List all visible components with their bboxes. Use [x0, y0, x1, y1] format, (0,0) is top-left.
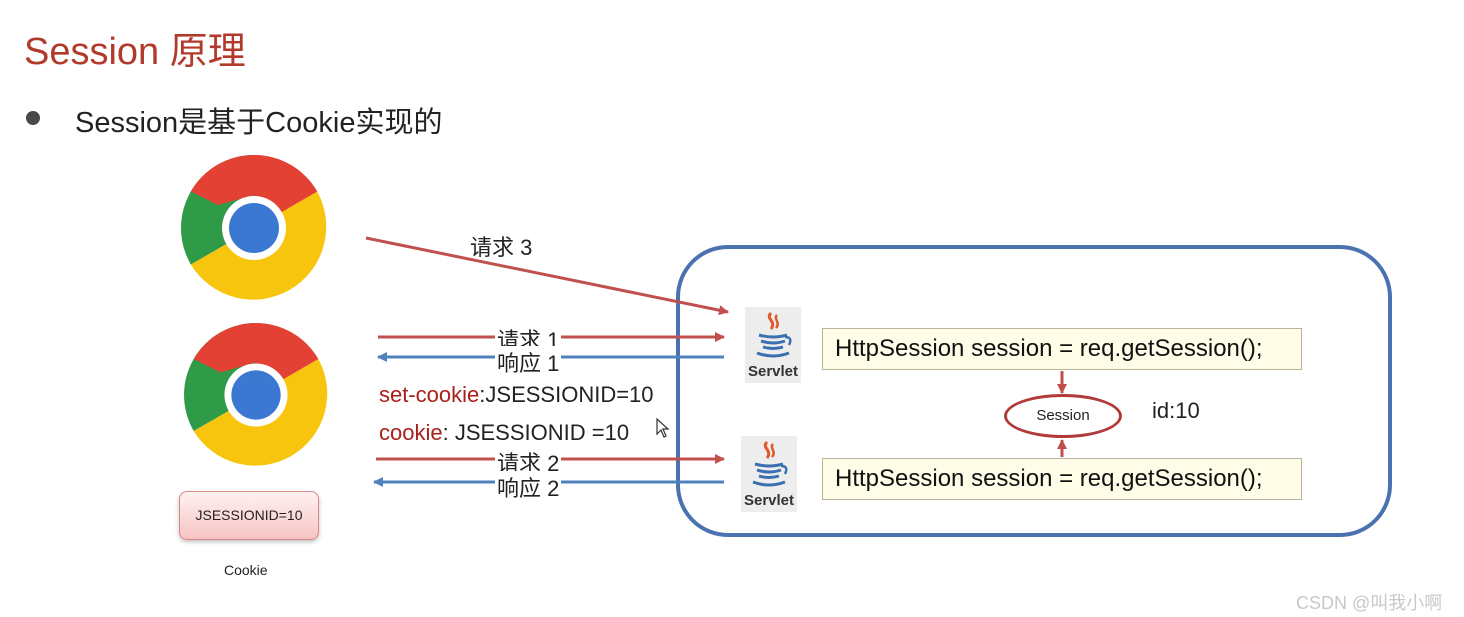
servlet-label: Servlet	[747, 363, 799, 380]
code-box-get-session-1: HttpSession session = req.getSession();	[822, 328, 1302, 370]
request3-label: 请求 3	[470, 235, 533, 260]
response1-label: 响应 1	[495, 346, 562, 378]
java-cup-icon	[752, 440, 788, 487]
java-cup-icon	[756, 311, 792, 358]
page-title: Session 原理	[24, 31, 246, 73]
set-cookie-value: :JSESSIONID=10	[479, 382, 654, 407]
java-servlet-icon: Servlet	[741, 436, 797, 512]
server-container	[676, 245, 1392, 537]
mouse-cursor-icon	[656, 418, 670, 438]
response2-label: 响应 2	[495, 471, 562, 503]
cookie-caption: Cookie	[224, 562, 268, 578]
code-box-get-session-2: HttpSession session = req.getSession();	[822, 458, 1302, 500]
bullet-text: Session是基于Cookie实现的	[75, 107, 443, 139]
chrome-browser-icon	[184, 323, 328, 466]
bullet-dot	[26, 111, 40, 125]
java-servlet-icon: Servlet	[745, 307, 801, 383]
set-cookie-header: set-cookie:JSESSIONID=10	[379, 382, 654, 408]
servlet-label: Servlet	[743, 492, 795, 509]
watermark: CSDN @叫我小啊	[1296, 593, 1443, 613]
cookie-key: cookie	[379, 420, 443, 445]
session-ellipse: Session	[1004, 394, 1122, 438]
session-id-label: id:10	[1152, 398, 1200, 423]
cookie-badge: JSESSIONID=10	[179, 491, 319, 540]
cookie-value: : JSESSIONID =10	[442, 420, 630, 445]
chrome-browser-icon	[181, 155, 327, 300]
set-cookie-key: set-cookie	[379, 382, 480, 407]
request3-arrow	[365, 236, 729, 316]
cookie-header: cookie: JSESSIONID =10	[379, 420, 629, 446]
